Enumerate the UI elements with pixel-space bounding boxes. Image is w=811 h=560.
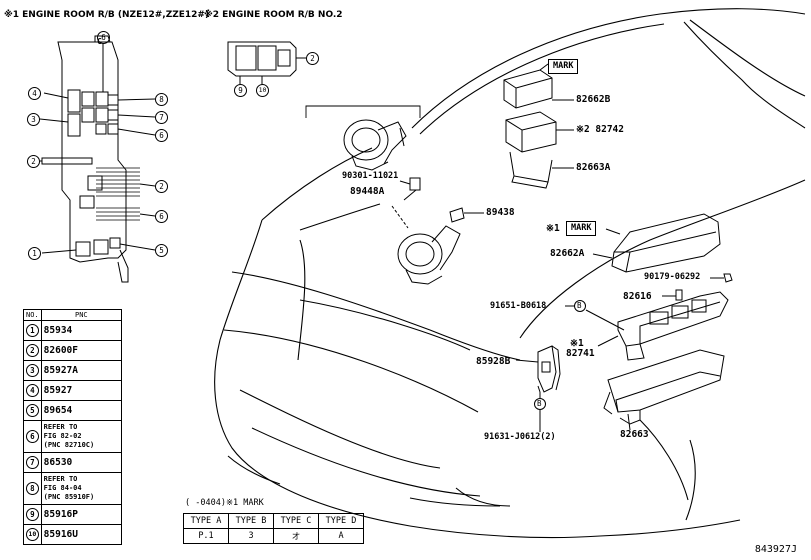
table-row: 2 82600F xyxy=(23,340,123,361)
part-82741-prefix: ※1 xyxy=(570,338,584,349)
part-82742[interactable]: ※2 82742 xyxy=(576,124,624,135)
part-91651-b0618[interactable]: 91651-B0618 xyxy=(490,301,547,311)
type-table-caption: ( -0404)※1 MARK xyxy=(185,498,264,508)
row-number: 8 xyxy=(25,482,39,495)
pnc-reference[interactable]: REFER TO FIG 84-04 (PNC 85910F) xyxy=(40,472,123,505)
row-number: 6 xyxy=(25,430,39,443)
type-header: TYPE B xyxy=(228,513,274,529)
part-82662b[interactable]: 82662B xyxy=(576,94,611,105)
engine-room-rb2-title: ※2 ENGINE ROOM R/B NO.2 xyxy=(204,10,343,20)
table-row: 1 85934 xyxy=(23,320,123,341)
part-89438[interactable]: 89438 xyxy=(486,207,515,218)
part-82741[interactable]: 82741 xyxy=(566,348,595,359)
bolt-b-upper xyxy=(574,300,586,312)
row-number: 5 xyxy=(25,404,39,417)
table-row: 6 REFER TO FIG 82-02 (PNC 82710C) xyxy=(23,420,123,453)
part-90301-11021[interactable]: 90301-11021 xyxy=(342,171,399,181)
part-82616[interactable]: 82616 xyxy=(623,291,652,302)
type-value: 3 xyxy=(228,528,274,544)
catalog-number: 843927J xyxy=(754,544,797,555)
table-row: 9 85916P xyxy=(23,504,123,525)
pnc-col-no: NO. xyxy=(23,309,42,321)
pnc-value[interactable]: 85927A xyxy=(40,360,123,381)
type-table: TYPE A TYPE B TYPE C TYPE D P.1 3 オ A xyxy=(183,513,364,544)
pnc-value[interactable]: 89654 xyxy=(40,400,123,421)
relay-block-schematic xyxy=(39,35,156,283)
pnc-value[interactable]: 82600F xyxy=(40,340,123,361)
callout-2-left[interactable]: 2 xyxy=(27,155,40,168)
type-value: P.1 xyxy=(183,528,229,544)
pnc-col-pnc: PNC xyxy=(40,309,123,321)
callout-6-right[interactable]: 6 xyxy=(155,129,168,142)
callout-4[interactable]: 4 xyxy=(28,87,41,100)
box-82742 xyxy=(505,111,574,153)
pnc-value[interactable]: 85934 xyxy=(40,320,123,341)
horn-upper xyxy=(343,119,407,171)
type-header: TYPE D xyxy=(318,513,364,529)
relay-block-82741 xyxy=(597,291,729,361)
cover-82662b xyxy=(503,63,574,109)
bracket-85928b xyxy=(515,345,561,393)
bolt-b-upper-label: B xyxy=(577,301,582,310)
callout-5[interactable]: 5 xyxy=(155,244,168,257)
callout-3[interactable]: 3 xyxy=(27,113,40,126)
table-row: 10 85916U xyxy=(23,524,123,545)
part-89448a[interactable]: 89448A xyxy=(350,186,385,197)
tray-82663 xyxy=(603,349,725,431)
bolt-b-lower-label: B xyxy=(537,399,542,408)
callout-2-right[interactable]: 2 xyxy=(155,180,168,193)
callout-7[interactable]: 7 xyxy=(155,111,168,124)
callout-10[interactable]: 10 xyxy=(256,84,269,97)
pnc-value[interactable]: 86530 xyxy=(40,452,123,473)
row-number: 3 xyxy=(25,364,39,377)
row-number: 1 xyxy=(25,324,39,337)
type-table-header-row: TYPE A TYPE B TYPE C TYPE D xyxy=(183,513,364,529)
callout-9[interactable]: 9 xyxy=(234,84,247,97)
part-85928b[interactable]: 85928B xyxy=(476,356,511,367)
horn-lower xyxy=(397,225,461,285)
callout-6-top[interactable]: 6 xyxy=(97,31,110,44)
type-value: オ xyxy=(273,528,319,544)
part-82662a[interactable]: 82662A xyxy=(550,248,585,259)
row-number: 4 xyxy=(25,384,39,397)
table-row: 8 REFER TO FIG 84-04 (PNC 85910F) xyxy=(23,472,123,505)
pnc-reference[interactable]: REFER TO FIG 82-02 (PNC 82710C) xyxy=(40,420,123,453)
callout-8[interactable]: 8 xyxy=(155,93,168,106)
callout-6-lower[interactable]: 6 xyxy=(155,210,168,223)
table-row: 4 85927 xyxy=(23,380,123,401)
cover-82662a xyxy=(592,213,721,273)
part-90179-06292[interactable]: 90179-06292 xyxy=(644,272,701,282)
row-number: 9 xyxy=(25,508,39,521)
type-value: A xyxy=(318,528,364,544)
part-82663a[interactable]: 82663A xyxy=(576,162,611,173)
row-number: 7 xyxy=(25,456,39,469)
pnc-table: NO. PNC 1 85934 2 82600F 3 85927A 4 8592… xyxy=(23,309,123,545)
vehicle-body-outline xyxy=(214,8,806,539)
row-number: 10 xyxy=(25,528,39,541)
callout-1[interactable]: 1 xyxy=(28,247,41,260)
type-header: TYPE C xyxy=(273,513,319,529)
mark-tag-top: MARK xyxy=(548,59,579,74)
part-91631-j0612[interactable]: 91631-J0612(2) xyxy=(484,432,556,442)
pnc-value[interactable]: 85916P xyxy=(40,504,123,525)
pnc-value[interactable]: 85927 xyxy=(40,380,123,401)
part-82663[interactable]: 82663 xyxy=(620,429,649,440)
relay-block-no2-sketch xyxy=(227,41,306,84)
row-number: 2 xyxy=(25,344,39,357)
table-row: 7 86530 xyxy=(23,452,123,473)
callout-2-rb2[interactable]: 2 xyxy=(306,52,319,65)
type-header: TYPE A xyxy=(183,513,229,529)
bolt-b-lower xyxy=(534,398,546,410)
type-table-value-row: P.1 3 オ A xyxy=(183,528,364,544)
pnc-table-header: NO. PNC xyxy=(23,309,123,321)
engine-room-rb-title: ※1 ENGINE ROOM R/B (NZE12#,ZZE12#) xyxy=(4,10,210,20)
mark-prefix-mid: ※1 xyxy=(546,223,560,234)
table-row: 5 89654 xyxy=(23,400,123,421)
table-row: 3 85927A xyxy=(23,360,123,381)
pnc-value[interactable]: 85916U xyxy=(40,524,123,545)
bracket-82663a xyxy=(509,151,574,189)
mark-tag-mid: MARK xyxy=(566,221,597,236)
